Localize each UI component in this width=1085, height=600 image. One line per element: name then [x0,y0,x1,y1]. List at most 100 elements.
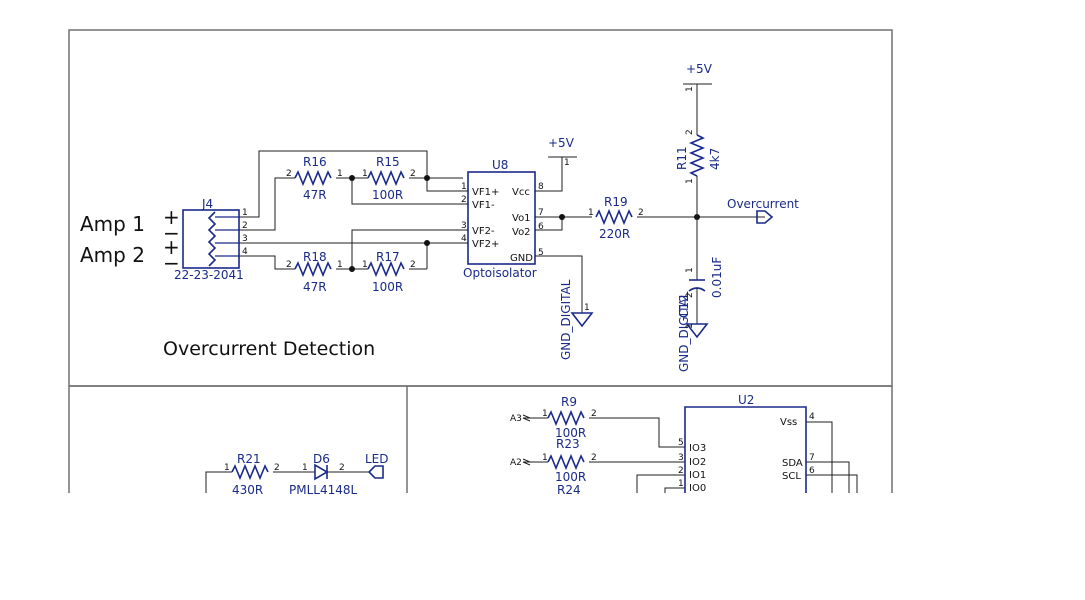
c12-gnd-label: GND_DIGITAL [677,291,691,372]
svg-text:2: 2 [685,129,695,135]
svg-text:IO0: IO0 [689,483,706,494]
r16-refdes: R16 [303,155,327,169]
svg-text:7: 7 [538,208,544,218]
u8-gnd-label: GND_DIGITAL [559,279,573,360]
u2-refdes: U2 [738,393,754,407]
svg-text:3: 3 [461,221,467,231]
resistor-r17: R17 100R 1 2 [352,250,427,294]
svg-text:Vo1: Vo1 [512,213,531,224]
svg-text:Vo2: Vo2 [512,227,531,238]
j4-pin1: 1 [242,208,248,218]
u8-vcc-wire [535,157,563,192]
svg-text:6: 6 [809,466,815,476]
svg-text:1: 1 [584,303,590,313]
u8-name: Optoisolator [463,266,537,280]
j4-pin3: 3 [242,234,248,244]
svg-text:2: 2 [638,208,644,218]
u2-body [684,406,807,493]
r15-value: 100R [372,188,403,202]
svg-text:1: 1 [362,169,368,179]
u8-refdes: U8 [492,158,508,172]
r21-refdes: R21 [237,452,261,466]
a2-label: A2 [510,458,522,468]
svg-text:2: 2 [410,260,416,270]
section-title: Overcurrent Detection [163,338,375,360]
r18-refdes: R18 [303,250,327,264]
svg-text:1: 1 [685,178,695,184]
d6-value: PMLL4148L [289,483,358,497]
resistor-r15: R15 100R 1 2 [352,155,463,202]
r15-refdes: R15 [376,155,400,169]
svg-text:1: 1 [685,86,695,92]
svg-text:Vcc: Vcc [512,187,530,198]
r11-value: 4k7 [708,148,722,170]
r21-value: 430R [232,483,263,497]
svg-text:6: 6 [538,222,544,232]
r18-value: 47R [303,280,327,294]
svg-text:VF1-: VF1- [472,200,495,211]
junction-vf2plus [424,240,430,246]
amp1-label: Amp 1 [80,212,145,236]
r17-refdes: R17 [376,250,400,264]
svg-text:2: 2 [461,195,467,205]
d6-refdes: D6 [313,452,330,466]
optoisolator-u8: U8 Optoisolator VF1+ VF1- VF2- VF2+ 1 2 … [461,158,544,280]
j4-refdes: J4 [201,197,213,211]
amp2-label: Amp 2 [80,243,145,267]
junction-vo1-vo2 [559,214,565,220]
svg-text:2: 2 [591,453,597,463]
resistor-r16: R16 47R 2 1 [286,155,352,202]
amp1-minus: − [163,221,180,245]
svg-text:IO3: IO3 [689,443,706,454]
svg-text:1: 1 [362,260,368,270]
svg-text:2: 2 [339,463,345,473]
svg-text:GND: GND [510,253,533,264]
r9-value: 100R [555,426,586,440]
svg-text:2: 2 [685,292,695,298]
svg-text:1: 1 [678,479,684,489]
svg-text:1: 1 [685,323,695,329]
c12-value: 0.01uF [710,257,724,298]
connector-j4: J4 22-23-2041 1 2 3 4 [174,197,248,282]
svg-text:1: 1 [224,463,230,473]
svg-text:5: 5 [678,438,684,448]
j4-value: 22-23-2041 [174,268,244,282]
junction-r16-r15 [349,175,355,181]
overcurrent-label: Overcurrent [727,197,799,211]
led-circuit: R21 430R 1 2 D6 PMLL4148L 1 2 LED [205,452,389,497]
u8-gnd-symbol [570,312,594,328]
r17-to-vf2plus [426,242,463,269]
svg-text:1: 1 [337,260,343,270]
svg-text:1: 1 [337,169,343,179]
r16-value: 47R [303,188,327,202]
r23-refdes: R23 [556,437,580,451]
svg-text:VF2-: VF2- [472,226,495,237]
svg-text:1: 1 [564,158,570,168]
amp1-plus: + [163,205,180,229]
overcurrent-port [756,210,774,224]
node-to-vf1minus [351,178,463,205]
j4-pin4: 4 [242,247,248,257]
u2-circuit: A3 R9 100R 1 2 A2 R23 100R 1 2 R24 U2 IO… [510,393,858,497]
node-to-vf2minus [351,229,463,269]
svg-text:1: 1 [588,208,594,218]
u8-gnd-wire [535,255,583,313]
resistor-r19: R19 220R 1 2 [588,195,765,241]
j4-wires [239,150,428,270]
r11-vcc-label: +5V [686,62,713,76]
svg-text:3: 3 [678,453,684,463]
r19-value: 220R [599,227,630,241]
svg-text:SDA: SDA [782,458,803,469]
vo2-wire [535,217,563,231]
r17-value: 100R [372,280,403,294]
r15-to-vf1plus [426,178,463,192]
resistor-r11: +5V R11 4k7 1 2 1 [675,62,722,217]
led-label: LED [365,452,389,466]
j4-pin2: 2 [242,221,248,231]
svg-text:1: 1 [461,182,467,192]
svg-text:VF2+: VF2+ [472,239,499,250]
a3-label: A3 [510,414,522,424]
svg-text:4: 4 [809,412,815,422]
junction-r15-vf1 [424,175,430,181]
